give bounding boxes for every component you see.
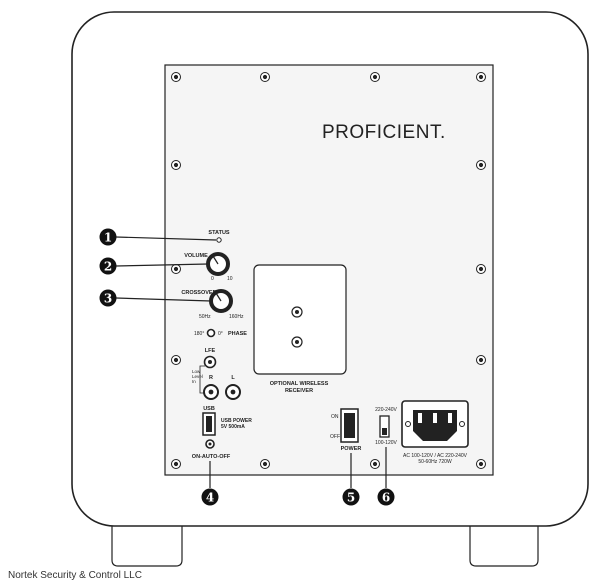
callout-2-leader (115, 263, 209, 267)
screw (476, 160, 486, 170)
wireless-receiver-label-2: RECEIVER (285, 388, 313, 394)
crossover-max-label: 160Hz (229, 314, 244, 320)
phase-switch[interactable] (206, 328, 216, 338)
lfe-label: LFE (205, 348, 216, 354)
status-led (216, 237, 222, 243)
callout-1: 1 (99, 228, 117, 246)
usb-port[interactable] (202, 412, 216, 436)
ac-rating-label-1: AC 100-120V / AC 220-240V (403, 453, 468, 459)
screw (476, 459, 486, 469)
wireless-receiver-bay (253, 264, 347, 375)
wireless-receiver-label-1: OPTIONAL WIRELESS (270, 381, 329, 387)
svg-text:2: 2 (104, 260, 112, 274)
crossover-label: CROSSOVER (181, 290, 216, 296)
ac-power-inlet[interactable] (401, 400, 469, 448)
svg-text:3: 3 (104, 292, 112, 306)
voltage-selector-switch[interactable] (379, 415, 390, 438)
crossover-knob-indicator (215, 292, 222, 302)
power-rocker-switch[interactable] (340, 408, 359, 443)
callout-3-leader (115, 297, 212, 302)
receiver-mount-screw (291, 336, 303, 348)
screw (171, 264, 181, 274)
volume-knob-indicator (212, 255, 219, 265)
l-input-jack[interactable] (225, 384, 241, 400)
power-label: POWER (341, 446, 362, 452)
volume-min-label: 0 (211, 276, 214, 282)
power-switch-off-label: OFF (330, 434, 340, 440)
phase-label: PHASE (228, 331, 247, 337)
screw (370, 459, 380, 469)
screw (171, 355, 181, 365)
l-input-label: L (231, 375, 235, 381)
callout-1-leader (115, 236, 217, 241)
voltage-110-label: 100-120V (375, 440, 397, 446)
left-foot (111, 526, 183, 567)
callout-2: 2 (99, 257, 117, 275)
on-auto-off-label: ON-AUTO-OFF (192, 454, 231, 460)
usb-power-rating: 5V 500mA (221, 424, 245, 430)
screw (171, 160, 181, 170)
panel-screws (171, 72, 486, 469)
power-switch-on-label: ON (331, 414, 339, 420)
right-foot (469, 526, 539, 567)
screw (171, 459, 181, 469)
receiver-mount-screw (291, 306, 303, 318)
svg-text:4: 4 (206, 491, 214, 505)
lfe-input-jack[interactable] (203, 355, 217, 369)
usb-label: USB (203, 406, 215, 412)
callout-4: 4 (201, 488, 219, 506)
screw (476, 355, 486, 365)
usb-power-label: USB POWER (221, 418, 252, 424)
low-level-in-label-1: Low (192, 369, 201, 374)
screw (476, 72, 486, 82)
callout-3: 3 (99, 289, 117, 307)
crossover-min-label: 50Hz (199, 314, 211, 320)
low-level-in-label-2: Level (192, 374, 203, 379)
r-input-label: R (209, 375, 213, 381)
screw (260, 459, 270, 469)
volume-label: VOLUME (184, 253, 208, 259)
ac-rating-label-2: 50-60Hz 720W (418, 459, 452, 465)
r-input-jack[interactable] (203, 384, 219, 400)
on-auto-off-switch[interactable] (205, 439, 215, 449)
callout-5: 5 (342, 488, 360, 506)
phase-180-label: 180° (194, 331, 204, 337)
low-level-in-label-3: In (192, 379, 196, 384)
callout-6: 6 (377, 488, 395, 506)
callout-leaders (115, 236, 387, 488)
svg-text:5: 5 (347, 491, 355, 505)
screw (476, 264, 486, 274)
screw (260, 72, 270, 82)
phase-0-label: 0° (218, 331, 223, 337)
svg-text:6: 6 (382, 491, 390, 505)
screw (171, 72, 181, 82)
status-label: STATUS (208, 230, 230, 236)
footer-credit: Nortek Security & Control LLC (8, 570, 142, 581)
brand-logo: PROFICIENT. (322, 122, 446, 143)
screw (370, 72, 380, 82)
volume-max-label: 10 (227, 276, 233, 282)
svg-text:1: 1 (104, 231, 112, 245)
low-level-in-bracket (199, 365, 205, 394)
voltage-220-label: 220-240V (375, 407, 397, 413)
